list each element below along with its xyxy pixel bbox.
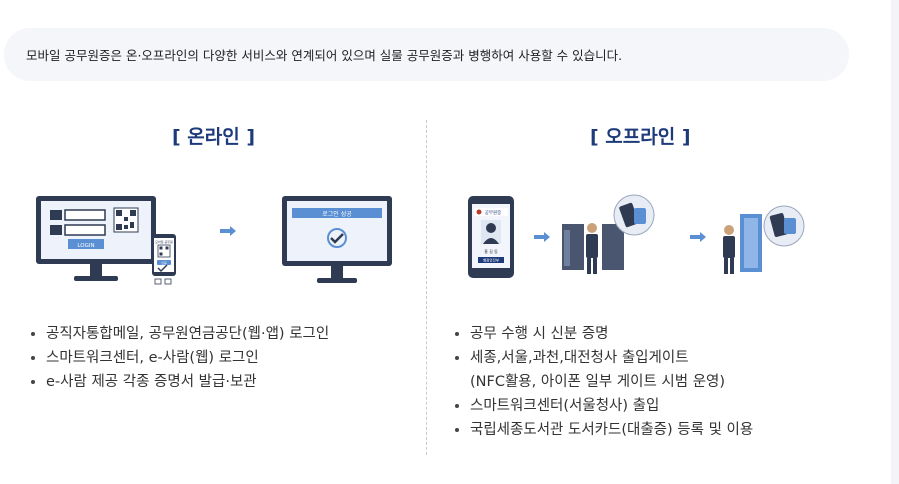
id-header-label: 공무원증 <box>485 209 502 216</box>
mobile-id-phone-icon: 모바일 공무원 인증 <box>152 234 176 285</box>
scrollbar-track <box>891 0 899 484</box>
nfc-gate-icon <box>562 194 655 274</box>
online-title: [ 온라인 ] <box>172 126 256 148</box>
office-entry-door-icon <box>723 205 805 274</box>
id-org-label: 행정안전부 <box>483 258 500 263</box>
id-name-label: 홍 길 동 <box>484 248 498 254</box>
offline-illustration: 공무원증 홍 길 동 행정안전부 <box>468 194 805 278</box>
list-item: 공무 수행 시 신분 증명 <box>452 322 753 346</box>
list-item: 국립세종도서관 도서카드(대출증) 등록 및 이용 <box>452 418 753 442</box>
arrow-right-icon <box>690 232 706 242</box>
mobile-id-card-phone-icon: 공무원증 홍 길 동 행정안전부 <box>468 196 514 278</box>
login-success-monitor-icon: 로그인 성공 <box>282 196 392 283</box>
list-item: 스마트워크센터, e-사람(웹) 로그인 <box>28 346 329 370</box>
online-usage-list: 공직자통합메일, 공무원연금공단(웹·앱) 로그인 스마트워크센터, e-사람(… <box>28 322 329 394</box>
notice-text: 모바일 공무원증은 온·오프라인의 다양한 서비스와 연계되어 있으며 실물 공… <box>26 48 623 63</box>
phone-badge-label: 인증 <box>161 260 167 265</box>
list-item: 공직자통합메일, 공무원연금공단(웹·앱) 로그인 <box>28 322 329 346</box>
online-illustration: LOGIN 모바일 공무원 인증 <box>36 196 392 285</box>
arrow-right-icon <box>534 232 550 242</box>
column-divider <box>426 120 427 455</box>
login-button-label: LOGIN <box>77 243 94 249</box>
list-item: 세종,서울,과천,대전청사 출입게이트(NFC활용, 아이폰 일부 게이트 시범… <box>452 346 753 394</box>
phone-header-label: 모바일 공무원 <box>155 239 173 244</box>
login-monitor-icon: LOGIN <box>36 196 156 281</box>
arrow-right-icon <box>220 226 236 236</box>
offline-title: [ 오프라인 ] <box>590 126 691 148</box>
login-success-label: 로그인 성공 <box>322 210 352 218</box>
notice-banner: 모바일 공무원증은 온·오프라인의 다양한 서비스와 연계되어 있으며 실물 공… <box>4 28 849 81</box>
list-item: 스마트워크센터(서울청사) 출입 <box>452 394 753 418</box>
offline-usage-list: 공무 수행 시 신분 증명 세종,서울,과천,대전청사 출입게이트(NFC활용,… <box>452 322 753 442</box>
list-item: e-사람 제공 각종 증명서 발급·보관 <box>28 370 329 394</box>
